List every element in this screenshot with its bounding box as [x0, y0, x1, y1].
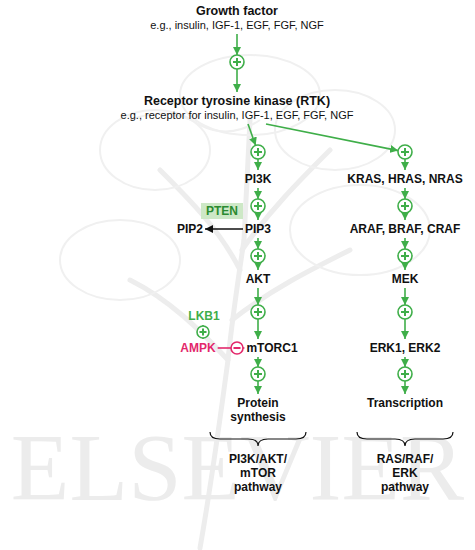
plus-symbol	[251, 199, 265, 213]
pathway-arrow	[258, 288, 259, 339]
node-label: Transcription	[367, 396, 443, 410]
pathway-node: AKT	[246, 272, 271, 286]
arrow-segment	[404, 159, 406, 170]
arrow-segment	[248, 124, 256, 145]
pathway-arrow	[405, 238, 406, 270]
arrow-segment	[202, 325, 204, 326]
node-note: e.g., receptor for insulin, IGF-1, EGF, …	[121, 108, 354, 122]
node-label: PIP2	[177, 222, 203, 236]
pathway-node: PIP2	[177, 222, 203, 236]
arrow-segment	[257, 213, 259, 220]
arrow-segment	[404, 288, 406, 305]
pathway-arrow	[405, 188, 406, 220]
arrow-segment	[243, 347, 244, 349]
plus-symbol	[251, 145, 265, 159]
arrow-segment	[404, 213, 406, 220]
tree-branch	[160, 170, 240, 270]
plus-symbol	[251, 305, 265, 319]
pathway-node: AMPK	[180, 341, 215, 355]
pathway-arrow	[248, 124, 258, 170]
pathway-node: PI3K	[245, 172, 272, 186]
arrow-segment	[266, 124, 398, 151]
node-label: AMPK	[180, 341, 215, 355]
tree-branch	[130, 280, 228, 360]
pathway-arrow	[203, 325, 204, 339]
arrow-segment	[218, 347, 231, 349]
pathway-label: RAS/RAF/ ERK pathway	[369, 452, 441, 494]
arrow-segment	[202, 338, 204, 339]
arrow-segment	[404, 263, 406, 270]
pathway-arrow	[266, 124, 405, 170]
pathway-arrow	[405, 357, 406, 394]
node-label: PI3K	[245, 172, 272, 186]
arrow-segment	[257, 381, 259, 394]
pathway-node: LKB1	[188, 309, 219, 323]
node-label: KRAS, HRAS, NRAS	[347, 172, 462, 186]
arrow-segment	[257, 263, 259, 270]
arrow-segment	[404, 319, 406, 339]
arrow-segment	[404, 238, 406, 249]
node-label: AKT	[246, 272, 271, 286]
arrow-segment	[257, 319, 259, 339]
plus-symbol	[251, 249, 265, 263]
plus-symbol	[398, 367, 412, 381]
pathway-label: PI3K/AKT/ mTOR pathway	[222, 452, 294, 494]
tree-branch	[232, 250, 350, 320]
pathway-node: Transcription	[367, 396, 443, 410]
pathway-node: KRAS, HRAS, NRAS	[347, 172, 462, 186]
node-label: ARAF, BRAF, CRAF	[350, 222, 461, 236]
node-label: Receptor tyrosine kinase (RTK)	[121, 94, 354, 108]
pathway-node: PIP3	[245, 222, 271, 236]
tree-foliage	[60, 220, 180, 300]
plus-symbol	[398, 145, 412, 159]
pathway-node: Growth factore.g., insulin, IGF-1, EGF, …	[150, 4, 324, 32]
pathway-arrow	[218, 348, 245, 349]
node-label: mTORC1	[246, 341, 297, 355]
pathway-node: ERK1, ERK2	[370, 341, 441, 355]
pathway-node: Receptor tyrosine kinase (RTK)e.g., rece…	[121, 94, 354, 122]
plus-symbol	[197, 326, 209, 338]
arrow-segment	[404, 381, 406, 394]
pathway-node: mTORC1	[246, 341, 297, 355]
arrow-segment	[257, 288, 259, 305]
node-label: MEK	[392, 272, 419, 286]
node-label: ERK1, ERK2	[370, 341, 441, 355]
pathway-arrow	[258, 357, 259, 394]
arrow-segment	[257, 238, 259, 249]
minus-symbol	[231, 342, 243, 354]
tree-branch	[242, 150, 330, 250]
plus-symbol	[398, 199, 412, 213]
plus-symbol	[398, 249, 412, 263]
pathway-arrow	[205, 229, 243, 230]
pathway-node: MEK	[392, 272, 419, 286]
arrow-segment	[236, 69, 238, 92]
arrow-segment	[257, 188, 259, 199]
pathway-node: ARAF, BRAF, CRAF	[350, 222, 461, 236]
arrow-segment	[404, 357, 406, 367]
pathway-node: Protein synthesis	[222, 396, 294, 424]
arrow-segment	[257, 159, 259, 170]
pathway-arrow	[405, 288, 406, 339]
node-label: PIP3	[245, 222, 271, 236]
arrow-segment	[205, 228, 243, 230]
pathway-arrow	[258, 238, 259, 270]
node-label: LKB1	[188, 309, 219, 323]
enzyme-box: PTEN	[201, 203, 243, 219]
node-label: PTEN	[206, 204, 238, 218]
arrow-segment	[257, 357, 259, 367]
plus-symbol	[398, 305, 412, 319]
pathway-arrow	[258, 188, 259, 220]
arrow-segment	[236, 34, 238, 55]
plus-symbol	[251, 367, 265, 381]
arrow-segment	[404, 188, 406, 199]
plus-symbol	[230, 55, 244, 69]
node-label: Protein synthesis	[222, 396, 294, 424]
node-label: Growth factor	[150, 4, 324, 18]
node-note: e.g., insulin, IGF-1, EGF, FGF, NGF	[150, 18, 324, 32]
pathway-arrow	[237, 34, 238, 92]
